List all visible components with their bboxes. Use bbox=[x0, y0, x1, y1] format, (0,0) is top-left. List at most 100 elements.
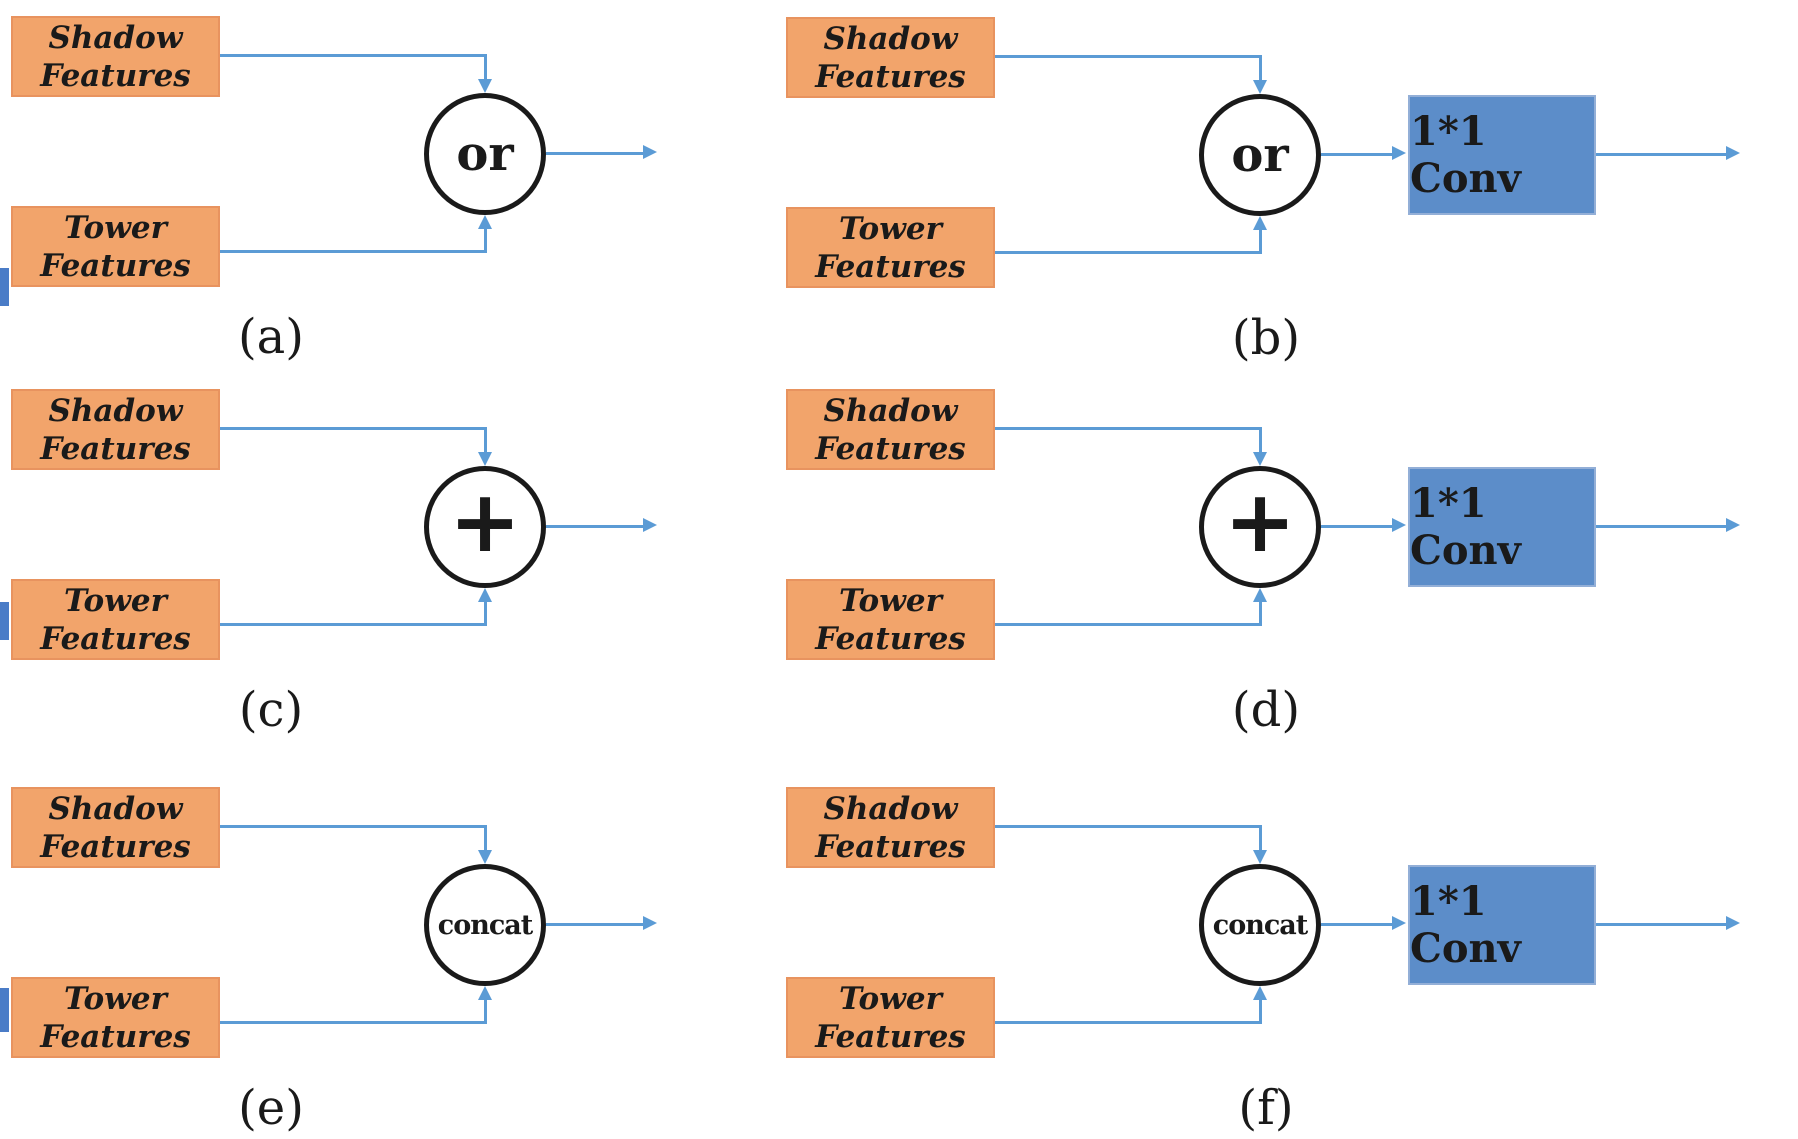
tower-features-label-line1: Tower bbox=[64, 582, 167, 619]
tower-connector-line bbox=[220, 623, 487, 626]
shadow-features-label-line1: Shadow bbox=[48, 19, 183, 56]
output-line bbox=[546, 152, 643, 155]
tower-features-box: Tower Features bbox=[11, 977, 220, 1058]
tower-features-label-line2: Features bbox=[815, 620, 966, 657]
conv-1x1-box: 1*1 Conv bbox=[1408, 865, 1596, 985]
tower-features-box: Tower Features bbox=[786, 977, 995, 1058]
circle-to-conv-line bbox=[1321, 153, 1392, 156]
tower-arrowhead-icon bbox=[1253, 216, 1267, 230]
shadow-connector-elbow bbox=[484, 54, 487, 79]
panel-e: Shadow Features Tower Features concat (e… bbox=[11, 787, 1023, 1139]
tower-features-box: Tower Features bbox=[786, 579, 995, 660]
tower-features-label-line1: Tower bbox=[64, 209, 167, 246]
tower-connector-line bbox=[995, 623, 1262, 626]
shadow-connector-line bbox=[220, 825, 487, 828]
panel-caption: (b) bbox=[1231, 310, 1301, 366]
tower-connector-line bbox=[995, 1021, 1262, 1024]
shadow-arrowhead-icon bbox=[1253, 80, 1267, 94]
shadow-features-label-line1: Shadow bbox=[48, 392, 183, 429]
shadow-arrowhead-icon bbox=[1253, 850, 1267, 864]
panel-caption: (a) bbox=[237, 309, 305, 365]
cropped-blue-shape bbox=[0, 268, 9, 306]
shadow-connector-line bbox=[995, 55, 1262, 58]
shadow-connector-elbow bbox=[484, 427, 487, 452]
cropped-blue-shape bbox=[0, 602, 9, 640]
shadow-features-box: Shadow Features bbox=[11, 16, 220, 97]
operator-label: + bbox=[1223, 472, 1297, 572]
fusion-operator-circle: or bbox=[1199, 94, 1321, 216]
output-arrowhead-icon bbox=[1726, 518, 1740, 532]
tower-features-label-line1: Tower bbox=[839, 582, 942, 619]
tower-features-label-line2: Features bbox=[40, 620, 191, 657]
tower-features-label-line2: Features bbox=[40, 247, 191, 284]
operator-label: + bbox=[448, 472, 522, 572]
shadow-arrowhead-icon bbox=[478, 79, 492, 93]
shadow-arrowhead-icon bbox=[478, 850, 492, 864]
fusion-operator-circle: concat bbox=[1199, 864, 1321, 986]
operator-label: or bbox=[1231, 127, 1289, 183]
conv-1x1-label: 1*1 Conv bbox=[1410, 480, 1521, 574]
tower-features-box: Tower Features bbox=[11, 579, 220, 660]
panel-b: Shadow Features Tower Features or 1*1 Co… bbox=[786, 17, 1798, 369]
tower-connector-line bbox=[220, 1021, 487, 1024]
fusion-operator-circle: + bbox=[1199, 466, 1321, 588]
shadow-connector-line bbox=[220, 54, 487, 57]
output-line bbox=[1596, 153, 1726, 156]
panel-f: Shadow Features Tower Features concat 1*… bbox=[786, 787, 1798, 1139]
shadow-connector-line bbox=[995, 427, 1262, 430]
shadow-connector-line bbox=[220, 427, 487, 430]
tower-arrowhead-icon bbox=[1253, 986, 1267, 1000]
shadow-connector-elbow bbox=[1259, 427, 1262, 452]
shadow-connector-line bbox=[995, 825, 1262, 828]
shadow-features-label-line2: Features bbox=[40, 430, 191, 467]
tower-features-label-line1: Tower bbox=[839, 980, 942, 1017]
tower-connector-elbow bbox=[484, 1000, 487, 1024]
circle-to-conv-arrowhead-icon bbox=[1392, 146, 1406, 160]
shadow-features-label-line1: Shadow bbox=[823, 392, 958, 429]
tower-connector-line bbox=[995, 251, 1262, 254]
output-line bbox=[546, 525, 643, 528]
output-line bbox=[1596, 525, 1726, 528]
panel-caption: (e) bbox=[238, 1080, 304, 1136]
shadow-features-box: Shadow Features bbox=[11, 389, 220, 470]
output-line bbox=[1596, 923, 1726, 926]
tower-connector-elbow bbox=[1259, 230, 1262, 254]
circle-to-conv-line bbox=[1321, 923, 1392, 926]
fusion-operator-circle: or bbox=[424, 93, 546, 215]
tower-connector-elbow bbox=[484, 229, 487, 253]
panel-c: Shadow Features Tower Features + (c) bbox=[11, 389, 1023, 741]
output-line bbox=[546, 923, 643, 926]
tower-connector-elbow bbox=[484, 602, 487, 626]
tower-connector-line bbox=[220, 250, 487, 253]
shadow-features-label-line2: Features bbox=[815, 430, 966, 467]
tower-features-label-line1: Tower bbox=[839, 210, 942, 247]
shadow-features-label-line2: Features bbox=[815, 828, 966, 865]
output-arrowhead-icon bbox=[1726, 146, 1740, 160]
tower-arrowhead-icon bbox=[478, 986, 492, 1000]
shadow-features-label-line1: Shadow bbox=[823, 790, 958, 827]
operator-label: or bbox=[456, 126, 514, 182]
tower-features-label-line2: Features bbox=[815, 1018, 966, 1055]
panel-caption: (f) bbox=[1238, 1080, 1294, 1136]
tower-arrowhead-icon bbox=[478, 215, 492, 229]
shadow-connector-elbow bbox=[1259, 55, 1262, 80]
panel-caption: (c) bbox=[238, 682, 304, 738]
shadow-features-label-line2: Features bbox=[40, 828, 191, 865]
shadow-features-label-line2: Features bbox=[815, 58, 966, 95]
tower-features-label-line1: Tower bbox=[64, 980, 167, 1017]
circle-to-conv-arrowhead-icon bbox=[1392, 518, 1406, 532]
tower-features-label-line2: Features bbox=[815, 248, 966, 285]
tower-arrowhead-icon bbox=[1253, 588, 1267, 602]
conv-1x1-box: 1*1 Conv bbox=[1408, 95, 1596, 215]
operator-label: concat bbox=[437, 909, 533, 941]
shadow-features-box: Shadow Features bbox=[11, 787, 220, 868]
shadow-arrowhead-icon bbox=[1253, 452, 1267, 466]
conv-1x1-label: 1*1 Conv bbox=[1410, 108, 1521, 202]
tower-features-box: Tower Features bbox=[11, 206, 220, 287]
fusion-operator-circle: + bbox=[424, 466, 546, 588]
cropped-blue-shape bbox=[0, 988, 9, 1032]
tower-features-box: Tower Features bbox=[786, 207, 995, 288]
shadow-features-box: Shadow Features bbox=[786, 389, 995, 470]
shadow-features-box: Shadow Features bbox=[786, 787, 995, 868]
output-arrowhead-icon bbox=[1726, 916, 1740, 930]
